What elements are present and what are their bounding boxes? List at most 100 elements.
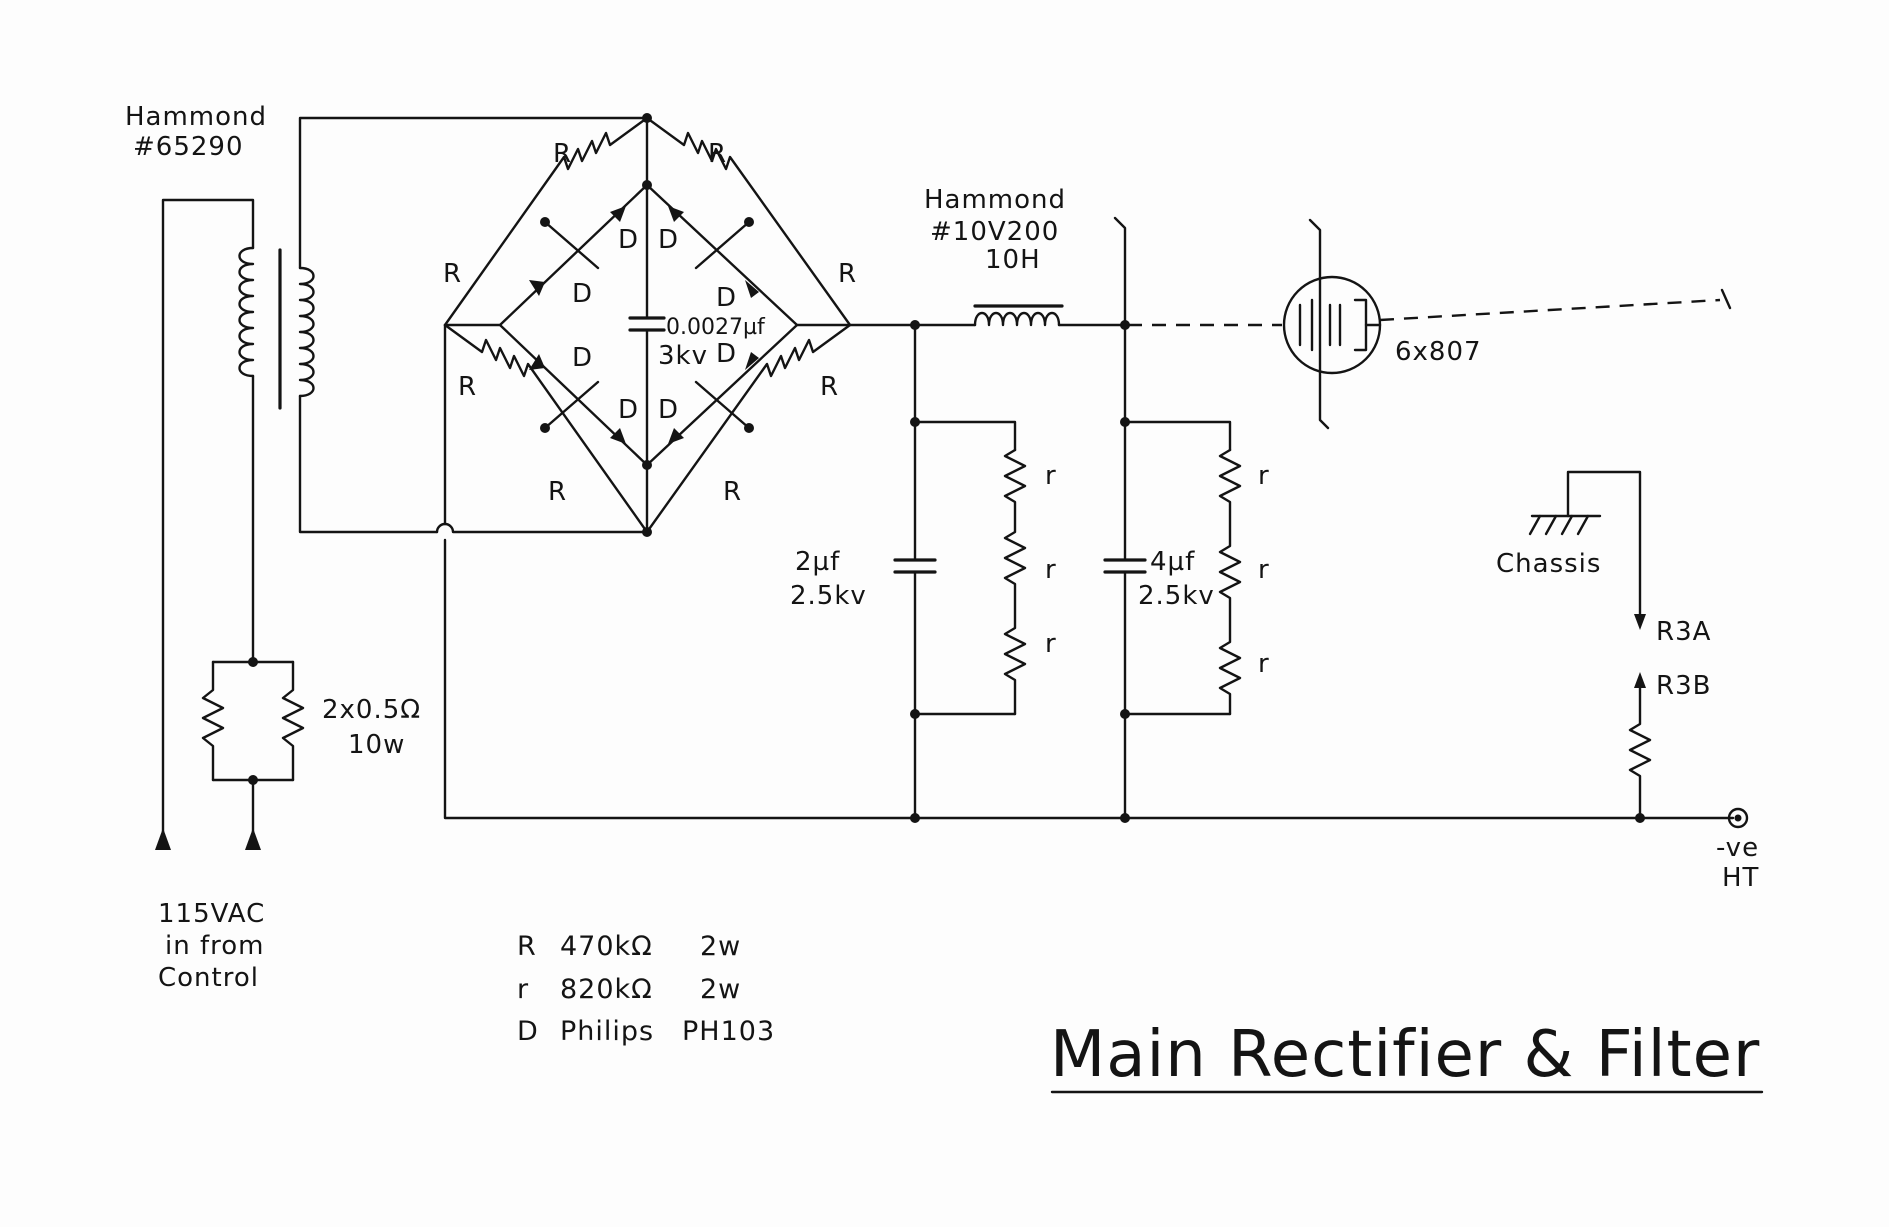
diode-4 bbox=[745, 280, 759, 298]
transformer-part: #65290 bbox=[133, 132, 244, 162]
input-arrow-left bbox=[155, 828, 171, 850]
label-d-2: D bbox=[658, 225, 679, 255]
chassis-label: Chassis bbox=[1496, 549, 1601, 579]
secondary-top-lead bbox=[298, 116, 649, 270]
label-d-1: D bbox=[618, 225, 639, 255]
diode-3 bbox=[529, 280, 545, 296]
choke bbox=[973, 304, 1064, 327]
bridge-cap-voltage: 3kv bbox=[658, 341, 708, 371]
r3a-label: R3A bbox=[1656, 617, 1711, 647]
output-label-1: -ve bbox=[1716, 833, 1759, 863]
cap2-value: 4µf bbox=[1150, 547, 1195, 577]
input-label-2: in from bbox=[165, 931, 264, 961]
bridge-link-ur bbox=[694, 220, 751, 270]
legend-value-3: Philips bbox=[560, 1016, 654, 1047]
rectifier-bridge bbox=[443, 113, 852, 537]
bleeder-r-6: r bbox=[1258, 649, 1270, 679]
transformer bbox=[238, 246, 315, 410]
hv-rail-stub bbox=[1113, 216, 1127, 327]
tube-stem bbox=[1308, 218, 1330, 430]
bleeder-chain-2 bbox=[1218, 448, 1242, 716]
bridge-resistor-ll bbox=[443, 323, 649, 534]
r3b-resistor bbox=[1628, 672, 1652, 823]
bleeder-r-3: r bbox=[1045, 629, 1057, 659]
label-r-7: R bbox=[548, 477, 567, 507]
terminal-ring bbox=[1727, 807, 1749, 829]
label-r-6: R bbox=[820, 372, 839, 402]
primary-winding bbox=[238, 246, 255, 378]
bridge-link-ul bbox=[543, 220, 600, 270]
label-d-6: D bbox=[716, 339, 737, 369]
bridge-link-ll bbox=[543, 380, 600, 430]
bleeder-chain-1 bbox=[1003, 448, 1027, 716]
shunt-power: 10w bbox=[348, 730, 405, 760]
tube-plate bbox=[1353, 298, 1368, 352]
r3b-zigzag bbox=[1628, 686, 1652, 820]
label-r-2: R bbox=[708, 139, 727, 169]
shunt-resistors bbox=[201, 657, 305, 785]
bleeder-r-1: r bbox=[1045, 461, 1057, 491]
secondary-hop bbox=[435, 522, 649, 534]
diagram-title: Main Rectifier & Filter bbox=[1050, 1018, 1760, 1092]
choke-winding bbox=[973, 311, 1061, 327]
shunt-value: 2x0.5Ω bbox=[322, 695, 421, 725]
label-d-3: D bbox=[572, 279, 593, 309]
bridge-link-lr bbox=[694, 380, 751, 430]
label-d-4: D bbox=[716, 283, 737, 313]
transformer-maker: Hammond bbox=[125, 102, 267, 132]
cap1-voltage: 2.5kv bbox=[790, 581, 867, 611]
tube-dashed-out bbox=[1379, 298, 1721, 322]
bridge-resistor-lr bbox=[645, 323, 852, 534]
bridge-resistor-ul bbox=[443, 116, 649, 327]
secondary-bottom-lead bbox=[298, 394, 439, 534]
legend-value-2: 820kΩ bbox=[560, 974, 653, 1005]
negative-rail bbox=[443, 538, 1735, 820]
r3b-label: R3B bbox=[1656, 671, 1711, 701]
diode-8 bbox=[668, 428, 684, 444]
output-label-2: HT bbox=[1722, 863, 1759, 893]
legend-power-2: 2w bbox=[700, 974, 741, 1005]
diode-7 bbox=[610, 428, 626, 444]
legend-sym-1: R bbox=[517, 931, 537, 962]
r3a-arrow bbox=[1634, 614, 1646, 630]
r3b-arrow bbox=[1634, 672, 1646, 688]
tube-label: 6x807 bbox=[1395, 337, 1482, 367]
bleeder-r-5: r bbox=[1258, 555, 1270, 585]
label-r-5: R bbox=[458, 372, 477, 402]
secondary-winding bbox=[298, 266, 315, 398]
output-terminal bbox=[1727, 807, 1749, 829]
legend-value-1: 470kΩ bbox=[560, 931, 653, 962]
legend-power-1: 2w bbox=[700, 931, 741, 962]
filter-section-1 bbox=[893, 323, 1027, 823]
bleeder-r-4: r bbox=[1258, 461, 1270, 491]
diode-5 bbox=[529, 354, 545, 370]
choke-value: 10H bbox=[985, 245, 1041, 275]
diode-2 bbox=[668, 206, 684, 222]
legend-sym-2: r bbox=[517, 974, 529, 1005]
diode-6 bbox=[745, 352, 759, 370]
label-d-8: D bbox=[658, 395, 679, 425]
input-label-1: 115VAC bbox=[158, 899, 265, 929]
diode-1 bbox=[610, 206, 626, 222]
filter-section-2 bbox=[1103, 216, 1242, 823]
label-d-7: D bbox=[618, 395, 639, 425]
bridge-cap-value: 0.0027µf bbox=[666, 315, 766, 340]
choke-part: #10V200 bbox=[930, 217, 1059, 247]
label-r-4: R bbox=[838, 259, 857, 289]
input-label-3: Control bbox=[158, 963, 259, 993]
bleeder-r-2: r bbox=[1045, 555, 1057, 585]
label-r-3: R bbox=[443, 259, 462, 289]
input-arrow-right bbox=[245, 828, 261, 850]
label-r-1: R bbox=[553, 139, 572, 169]
chassis-ground bbox=[1528, 470, 1646, 630]
legend-power-3: PH103 bbox=[682, 1016, 775, 1047]
bridge-resistor-ur bbox=[645, 116, 852, 327]
cap2-voltage: 2.5kv bbox=[1138, 581, 1215, 611]
input-wire-left bbox=[161, 198, 255, 840]
choke-maker: Hammond bbox=[924, 185, 1066, 215]
tube-807 bbox=[1282, 218, 1382, 430]
label-d-5: D bbox=[572, 343, 593, 373]
legend-sym-3: D bbox=[517, 1016, 539, 1047]
